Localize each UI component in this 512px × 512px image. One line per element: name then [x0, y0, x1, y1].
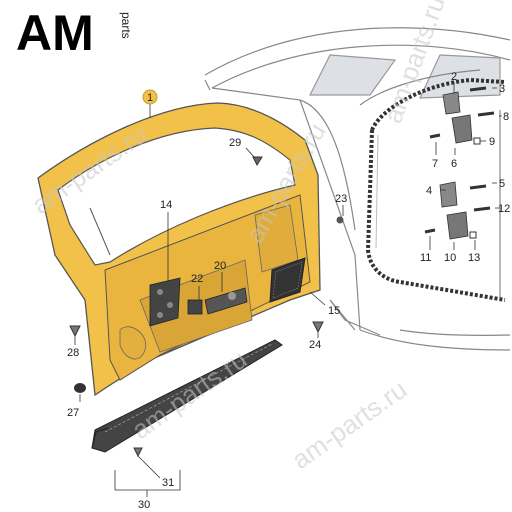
callout-20: 20 [214, 260, 226, 272]
callout-28: 28 [67, 347, 79, 359]
brand-logo: AM parts [16, 5, 133, 61]
callout-7: 7 [432, 158, 438, 170]
callout-14: 14 [160, 199, 172, 211]
callout-22: 22 [191, 273, 203, 285]
callout-13: 13 [468, 252, 480, 264]
callout-11: 11 [420, 252, 431, 264]
door-shell [37, 102, 321, 397]
callout-2: 2 [451, 71, 457, 83]
leader-lines [74, 82, 502, 497]
callout-15: 15 [328, 305, 340, 317]
callout-29: 29 [229, 137, 241, 149]
callout-31: 31 [162, 477, 174, 489]
callout-27: 27 [67, 407, 79, 419]
door-components [91, 277, 283, 453]
callout-3: 3 [499, 83, 505, 95]
callout-23: 23 [335, 193, 347, 205]
callout-24: 24 [309, 339, 321, 351]
callout-12: 12 [498, 203, 510, 215]
callout-8: 8 [503, 111, 509, 123]
callout-5: 5 [499, 178, 505, 190]
callout-30: 30 [138, 499, 150, 511]
hinge-group [424, 86, 495, 240]
logo-letters: AM [16, 5, 94, 61]
fasteners [69, 156, 344, 458]
watermark-4: am-parts.ru [286, 374, 412, 475]
callout-6: 6 [451, 158, 457, 170]
logo-sub: parts [119, 12, 133, 39]
callout-10: 10 [444, 252, 456, 264]
callout-9: 9 [489, 136, 495, 148]
callout-4: 4 [426, 185, 432, 197]
callout-1: 1 [147, 92, 153, 104]
callout-labels: 1 2 3 4 5 6 7 8 9 10 11 12 13 14 15 20 2… [67, 71, 510, 511]
